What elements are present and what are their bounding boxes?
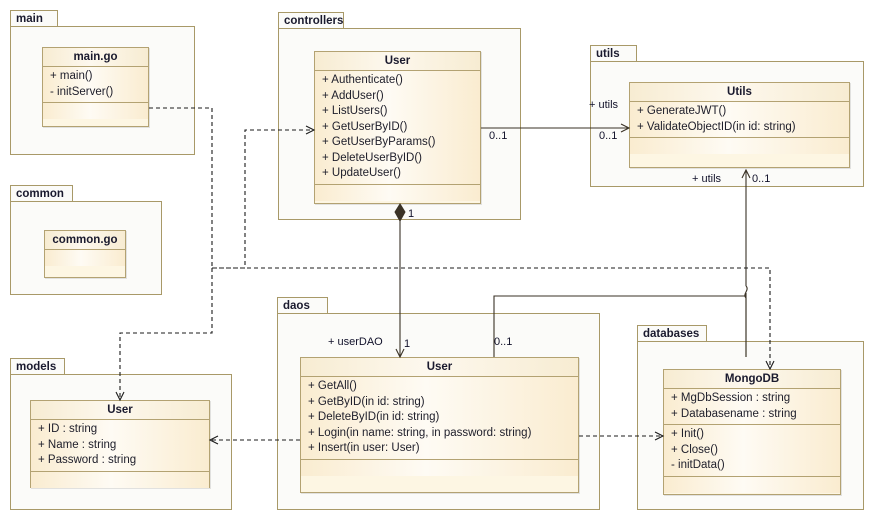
operation: + DeleteUserByID() [322, 151, 423, 164]
operation: + Close() [671, 443, 718, 456]
operation: - initServer() [50, 85, 114, 98]
package-utils-label: utils [596, 47, 620, 60]
class-mongodb-extra-compartment [664, 476, 840, 493]
class-common-go-extra-compartment [45, 250, 125, 266]
class-daos-user-extra-compartment [301, 459, 578, 476]
edge-label-controllers-daos-role: + userDAO [328, 336, 383, 348]
edge-label-controllers-utils-role: + utils [589, 99, 619, 111]
class-utils-extra-compartment [630, 138, 849, 154]
operation: + GetAll() [308, 380, 357, 392]
class-mongodb-attributes: + MgDbSession : string + Databasename : … [664, 389, 840, 425]
operation: + Init() [671, 428, 704, 440]
class-common-go[interactable]: common.go [44, 230, 126, 278]
edge-label-controllers-utils-target-mult: 0..1 [599, 130, 618, 142]
package-controllers-tab: controllers [278, 12, 344, 29]
class-models-user-title: User [31, 401, 209, 420]
operation: + GetByID(in id: string) [308, 395, 425, 408]
class-utils-operations: + GenerateJWT() + ValidateObjectID(in id… [630, 102, 849, 138]
class-models-user[interactable]: User + ID : string + Name : string + Pas… [30, 400, 210, 488]
operation: + main() [50, 70, 93, 82]
operation: + GetUserByID() [322, 120, 408, 133]
operation: + DeleteByID(in id: string) [308, 411, 440, 423]
operation: - initData() [671, 459, 725, 471]
class-models-user-extra-compartment [31, 471, 209, 488]
package-common-label: common [16, 187, 64, 200]
package-models-label: models [16, 360, 57, 373]
attribute: + Databasename : string [671, 407, 797, 420]
class-main-go-operations: + main() - initServer() [43, 67, 148, 103]
operation: + ValidateObjectID(in id: string) [637, 120, 796, 133]
package-main-label: main [16, 12, 43, 25]
package-daos-label: daos [283, 299, 310, 312]
package-databases-tab: databases [637, 325, 707, 342]
class-daos-user-operations: + GetAll() + GetByID(in id: string) + De… [301, 377, 578, 460]
operation: + GetUserByParams() [322, 136, 436, 148]
package-main-tab: main [10, 10, 58, 27]
class-controllers-user-operations: + Authenticate() + AddUser() + ListUsers… [315, 71, 480, 185]
package-models-tab: models [10, 358, 65, 375]
class-utils-title: Utils [630, 83, 849, 102]
edge-label-controllers-daos-source-mult: 1 [408, 208, 415, 220]
class-main-go-extra-compartment [43, 103, 148, 119]
package-databases-label: databases [643, 327, 700, 340]
class-controllers-user-title: User [315, 52, 480, 71]
class-main-go-title: main.go [43, 48, 148, 67]
class-common-go-title: common.go [45, 231, 125, 250]
operation: + UpdateUser() [322, 167, 401, 179]
edge-label-controllers-utils-source-mult: 0..1 [489, 130, 508, 142]
class-mongodb[interactable]: MongoDB + MgDbSession : string + Databas… [663, 369, 841, 495]
class-models-user-attributes: + ID : string + Name : string + Password… [31, 420, 209, 472]
operation: + GenerateJWT() [637, 105, 727, 117]
package-controllers-label: controllers [284, 14, 344, 27]
class-mongodb-operations: + Init() + Close() - initData() [664, 425, 840, 477]
edge-label-controllers-daos-target-mult: 1 [404, 338, 411, 350]
operation: + Login(in name: string, in password: st… [308, 426, 532, 439]
package-daos-tab: daos [277, 297, 328, 314]
class-mongodb-title: MongoDB [664, 370, 840, 389]
attribute: + MgDbSession : string [671, 392, 791, 404]
attribute: + ID : string [38, 423, 98, 435]
class-controllers-user[interactable]: User + Authenticate() + AddUser() + List… [314, 51, 481, 204]
edge-label-daos-utils-target-mult: 0..1 [752, 173, 771, 185]
class-main-go[interactable]: main.go + main() - initServer() [42, 47, 149, 127]
class-controllers-user-extra-compartment [315, 184, 480, 201]
operation: + Insert(in user: User) [308, 442, 420, 454]
attribute: + Name : string [38, 438, 117, 451]
edge-label-daos-utils-source-mult: 0..1 [494, 336, 513, 348]
operation: + AddUser() [322, 89, 384, 102]
class-utils[interactable]: Utils + GenerateJWT() + ValidateObjectID… [629, 82, 850, 168]
operation: + ListUsers() [322, 105, 388, 117]
class-daos-user-title: User [301, 358, 578, 377]
edge-label-daos-utils-role: + utils [692, 173, 722, 185]
operation: + Authenticate() [322, 74, 403, 86]
package-common-tab: common [10, 185, 73, 202]
package-utils-tab: utils [590, 45, 637, 62]
class-daos-user[interactable]: User + GetAll() + GetByID(in id: string)… [300, 357, 579, 493]
attribute: + Password : string [38, 454, 137, 466]
